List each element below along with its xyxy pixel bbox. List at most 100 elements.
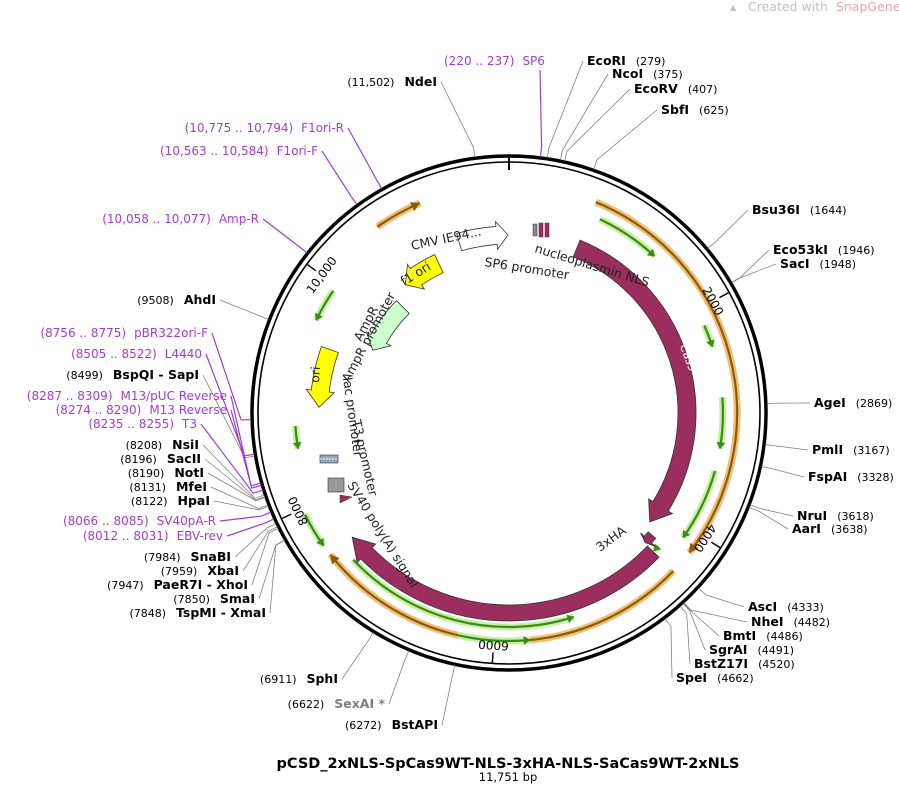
site-label-text: BstZ17I(4520) <box>694 656 795 671</box>
leader-left-9 <box>230 409 262 489</box>
site-name: SacI <box>780 256 810 271</box>
site-name: EBV-rev <box>177 529 223 543</box>
leader-right-14 <box>683 602 748 623</box>
site-left-m13-puc-reverse: (8287 .. 8309)M13/pUC Reverse <box>27 389 227 403</box>
plasmid-title: pCSD_2xNLS-SpCas9WT-NLS-3xHA-NLS-SaCas9W… <box>277 756 740 772</box>
tick-label-0: 2000 <box>699 284 726 318</box>
tick-label-3: 8000 <box>285 494 311 528</box>
site-right-asci: AscI(4333) <box>748 599 824 614</box>
site-left-sphi: (6911)SphI <box>260 671 338 686</box>
site-name: BstAPI <box>392 717 438 732</box>
site-right-sp6: (220 .. 237)SP6 <box>444 54 545 68</box>
site-labels-left: (11,502)NdeI(10,775 .. 10,794)F1ori-R(10… <box>27 74 438 732</box>
green-arrow-head-7 <box>316 537 324 546</box>
site-name: EcoRV <box>634 81 678 96</box>
site-label-text: (7959)XbaI <box>161 563 239 578</box>
leader-right-10 <box>761 466 805 478</box>
site-pos: (3618) <box>837 510 874 523</box>
site-label-text: NheI(4482) <box>751 614 830 629</box>
site-right-fspai: FspAI (3328) <box>808 469 894 484</box>
orf-outline-core-2 <box>376 202 421 228</box>
site-name: SpeI <box>676 670 707 685</box>
site-right-saci: SacI(1948) <box>780 256 856 271</box>
green-arrow-head-6 <box>523 636 531 646</box>
site-pos: (1946) <box>838 244 875 257</box>
tick-label-1: 4000 <box>691 521 719 554</box>
leader-left-13 <box>207 472 266 502</box>
site-label-text: (10,775 .. 10,794)F1ori-R <box>185 121 344 135</box>
site-left-xbai: (7959)XbaI <box>161 563 239 578</box>
site-pos: (3328) <box>857 471 894 484</box>
site-pos: (8131) <box>129 481 166 494</box>
site-pos: (10,775 .. 10,794) <box>185 121 294 135</box>
tick-mark-3 <box>281 513 292 520</box>
leader-left-14 <box>210 486 269 510</box>
site-name: BspQI - SapI <box>113 367 199 382</box>
site-name: NotI <box>174 465 204 480</box>
leader-layer <box>200 60 811 726</box>
site-left-ahdi: (9508)AhdI <box>137 292 216 307</box>
site-label-text: (11,502)NdeI <box>347 74 437 89</box>
site-label-text: Bsu36I(1644) <box>752 202 847 217</box>
site-name: pBR322ori-F <box>134 326 208 340</box>
tick-mark-0 <box>719 291 730 299</box>
site-left-m13-reverse: (8274 .. 8290)M13 Reverse <box>56 403 227 417</box>
green-arrow-head-0 <box>647 248 655 257</box>
site-label-text: NcoI(375) <box>612 66 683 81</box>
feature-arrow-5 <box>365 300 410 351</box>
green-arrow-head-1 <box>706 339 715 347</box>
site-name: AarI <box>792 521 821 536</box>
site-right-bmti: BmtI(4486) <box>723 628 803 643</box>
site-name: M13/pUC Reverse <box>121 389 228 403</box>
feature-arrow-0 <box>572 239 697 523</box>
site-pos: (8505 .. 8522) <box>71 347 157 361</box>
site-label-text: (10,058 .. 10,077)Amp-R <box>102 212 259 226</box>
site-label-text: EcoRI(279) <box>587 53 665 68</box>
feature-arrow-2 <box>640 531 657 547</box>
site-pos: (10,563 .. 10,584) <box>160 144 269 158</box>
site-name: Bsu36I <box>752 202 800 217</box>
leader-right-9 <box>765 444 809 451</box>
orf-arrowhead-0 <box>689 542 699 553</box>
leader-right-4 <box>593 109 658 170</box>
leader-left-4 <box>219 299 269 320</box>
site-right-ncoi: NcoI(375) <box>612 66 683 81</box>
site-name: AhdI <box>184 292 216 307</box>
site-label-text: (8274 .. 8290)M13 Reverse <box>56 403 227 417</box>
site-label-text: (8122)HpaI <box>131 493 210 508</box>
leader-left-8 <box>230 395 261 487</box>
feature-arrow-6 <box>305 346 339 408</box>
site-pos: (8190) <box>128 467 165 480</box>
site-label-text: (7984)SnaBI <box>144 549 231 564</box>
site-pos: (4482) <box>794 616 831 629</box>
green-arrow-head-5 <box>566 614 574 624</box>
site-name: NsiI <box>172 437 199 452</box>
feature-arrow-1 <box>351 536 660 622</box>
site-label-text: NruI(3618) <box>797 508 874 523</box>
site-right-ecorv: EcoRV(407) <box>634 81 717 96</box>
green-arrow-head-2 <box>716 441 726 449</box>
site-right-spei: SpeI(4662) <box>676 670 754 685</box>
site-pos: (4520) <box>758 658 795 671</box>
nls-glyph <box>339 494 353 504</box>
site-pos: (8756 .. 8775) <box>40 326 126 340</box>
green-arrow-line-9 <box>294 425 300 449</box>
site-pos: (8066 .. 8085) <box>63 514 149 528</box>
green-arrow-head-9 <box>292 441 302 449</box>
tick-mark-2 <box>491 652 494 664</box>
site-pos: (3167) <box>853 444 890 457</box>
site-right-sbfi: SbfI(625) <box>661 102 729 117</box>
site-label-text: AgeI(2869) <box>814 395 892 410</box>
leader-left-19 <box>242 526 278 572</box>
site-pos: (8499) <box>66 369 103 382</box>
site-label-text: Eco53kI(1946) <box>773 242 874 257</box>
site-pos: (7850) <box>173 593 210 606</box>
site-name: FspAI <box>808 469 847 484</box>
site-pos: (6622) <box>288 698 325 711</box>
site-name: XbaI <box>207 563 239 578</box>
leader-right-16 <box>682 603 706 651</box>
site-name: SgrAI <box>709 642 747 657</box>
site-label-text: PmlI(3167) <box>812 442 890 457</box>
site-name: SphI <box>306 671 338 686</box>
